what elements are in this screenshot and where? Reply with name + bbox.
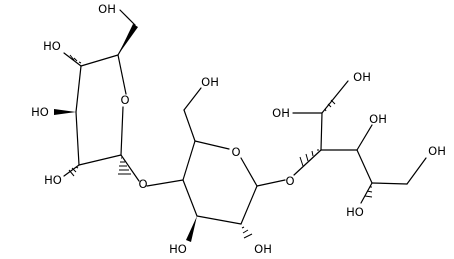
- bond: [356, 124, 373, 151]
- hashed-bond: [364, 186, 373, 198]
- bond: [117, 54, 127, 95]
- bond: [194, 140, 230, 150]
- atom-label-oh: OH: [98, 2, 116, 16]
- atom-label-ether-o: O: [138, 177, 147, 191]
- atom-label-layer: OH HO HO HO O O OH O OH HO OH OH HO O OH…: [31, 2, 446, 256]
- bond: [240, 157, 258, 187]
- atom-label-ring-o: O: [120, 93, 129, 107]
- bond: [240, 185, 258, 225]
- hashed-bond: [241, 226, 253, 239]
- stereo-layer: [54, 24, 373, 242]
- hashed-bond: [118, 157, 131, 175]
- bond: [75, 111, 80, 166]
- bond: [119, 9, 136, 26]
- atom-label-ho: HO: [169, 242, 187, 256]
- bond: [78, 154, 122, 166]
- hashed-bond: [324, 99, 336, 112]
- atom-label-oh: OH: [272, 106, 290, 120]
- bond: [360, 182, 373, 204]
- bond: [80, 54, 119, 67]
- bond: [146, 179, 184, 187]
- bond: [256, 179, 286, 187]
- bond: [63, 52, 82, 67]
- atom-label-ring-o: O: [231, 145, 240, 159]
- bond: [406, 157, 427, 185]
- atom-label-oh: OH: [428, 144, 446, 158]
- bond-layer: [63, 9, 427, 225]
- atom-label-oh: OH: [201, 75, 219, 89]
- hashed-bond: [69, 54, 82, 64]
- bond: [371, 182, 408, 185]
- wedge-bond: [118, 24, 138, 55]
- bond: [183, 87, 202, 111]
- hashed-bond: [68, 166, 79, 177]
- atom-label-oh: OH: [254, 242, 272, 256]
- atom-label-ether-o: O: [285, 174, 294, 188]
- bond: [321, 80, 349, 114]
- atom-label-oh: OH: [353, 70, 371, 84]
- bond: [120, 154, 140, 182]
- atom-label-oh: OH: [369, 112, 387, 126]
- hashed-bond: [299, 149, 319, 167]
- bond: [120, 106, 124, 156]
- wedge-bond: [186, 216, 197, 242]
- atom-label-ho: HO: [346, 205, 364, 219]
- bond: [320, 112, 323, 151]
- bond: [293, 149, 322, 176]
- bond: [75, 65, 82, 113]
- atom-label-ho: HO: [44, 173, 62, 187]
- bond: [356, 149, 373, 184]
- wedge-bond: [54, 109, 76, 115]
- bond: [182, 140, 196, 181]
- bond: [196, 215, 242, 225]
- bond: [183, 109, 196, 142]
- atom-label-ho: HO: [43, 39, 61, 53]
- bond: [63, 164, 80, 177]
- bond: [182, 179, 198, 217]
- atom-label-ho: HO: [31, 105, 49, 119]
